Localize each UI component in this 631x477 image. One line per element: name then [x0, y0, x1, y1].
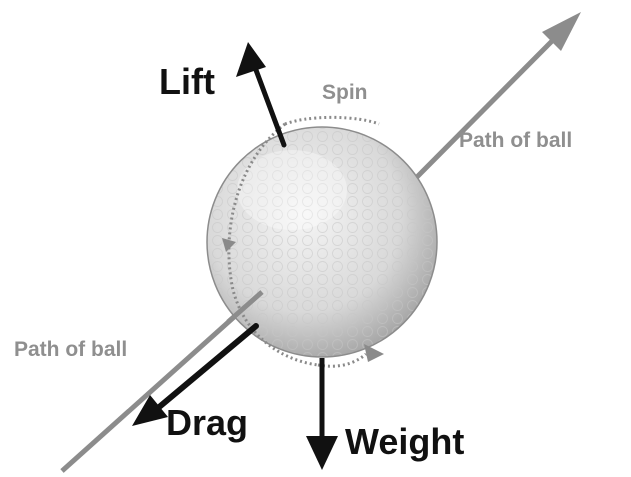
weight-arrowhead — [306, 436, 338, 470]
golf-ball-icon — [207, 127, 437, 357]
path-of-ball-arrow — [410, 12, 581, 184]
spin-label: Spin — [322, 82, 368, 103]
drag-label: Drag — [166, 405, 248, 441]
lift-arrowhead — [236, 42, 266, 77]
spin-ring-back — [285, 117, 379, 124]
path-of-ball-label-left: Path of ball — [14, 339, 127, 360]
lift-label: Lift — [159, 64, 215, 100]
lift-arrow — [236, 42, 284, 145]
spin-arrowhead-bottom — [364, 344, 384, 362]
weight-arrow — [306, 358, 338, 470]
path-of-ball-label-right: Path of ball — [459, 130, 572, 151]
drag-arrowhead — [132, 395, 168, 426]
weight-label: Weight — [345, 424, 464, 460]
